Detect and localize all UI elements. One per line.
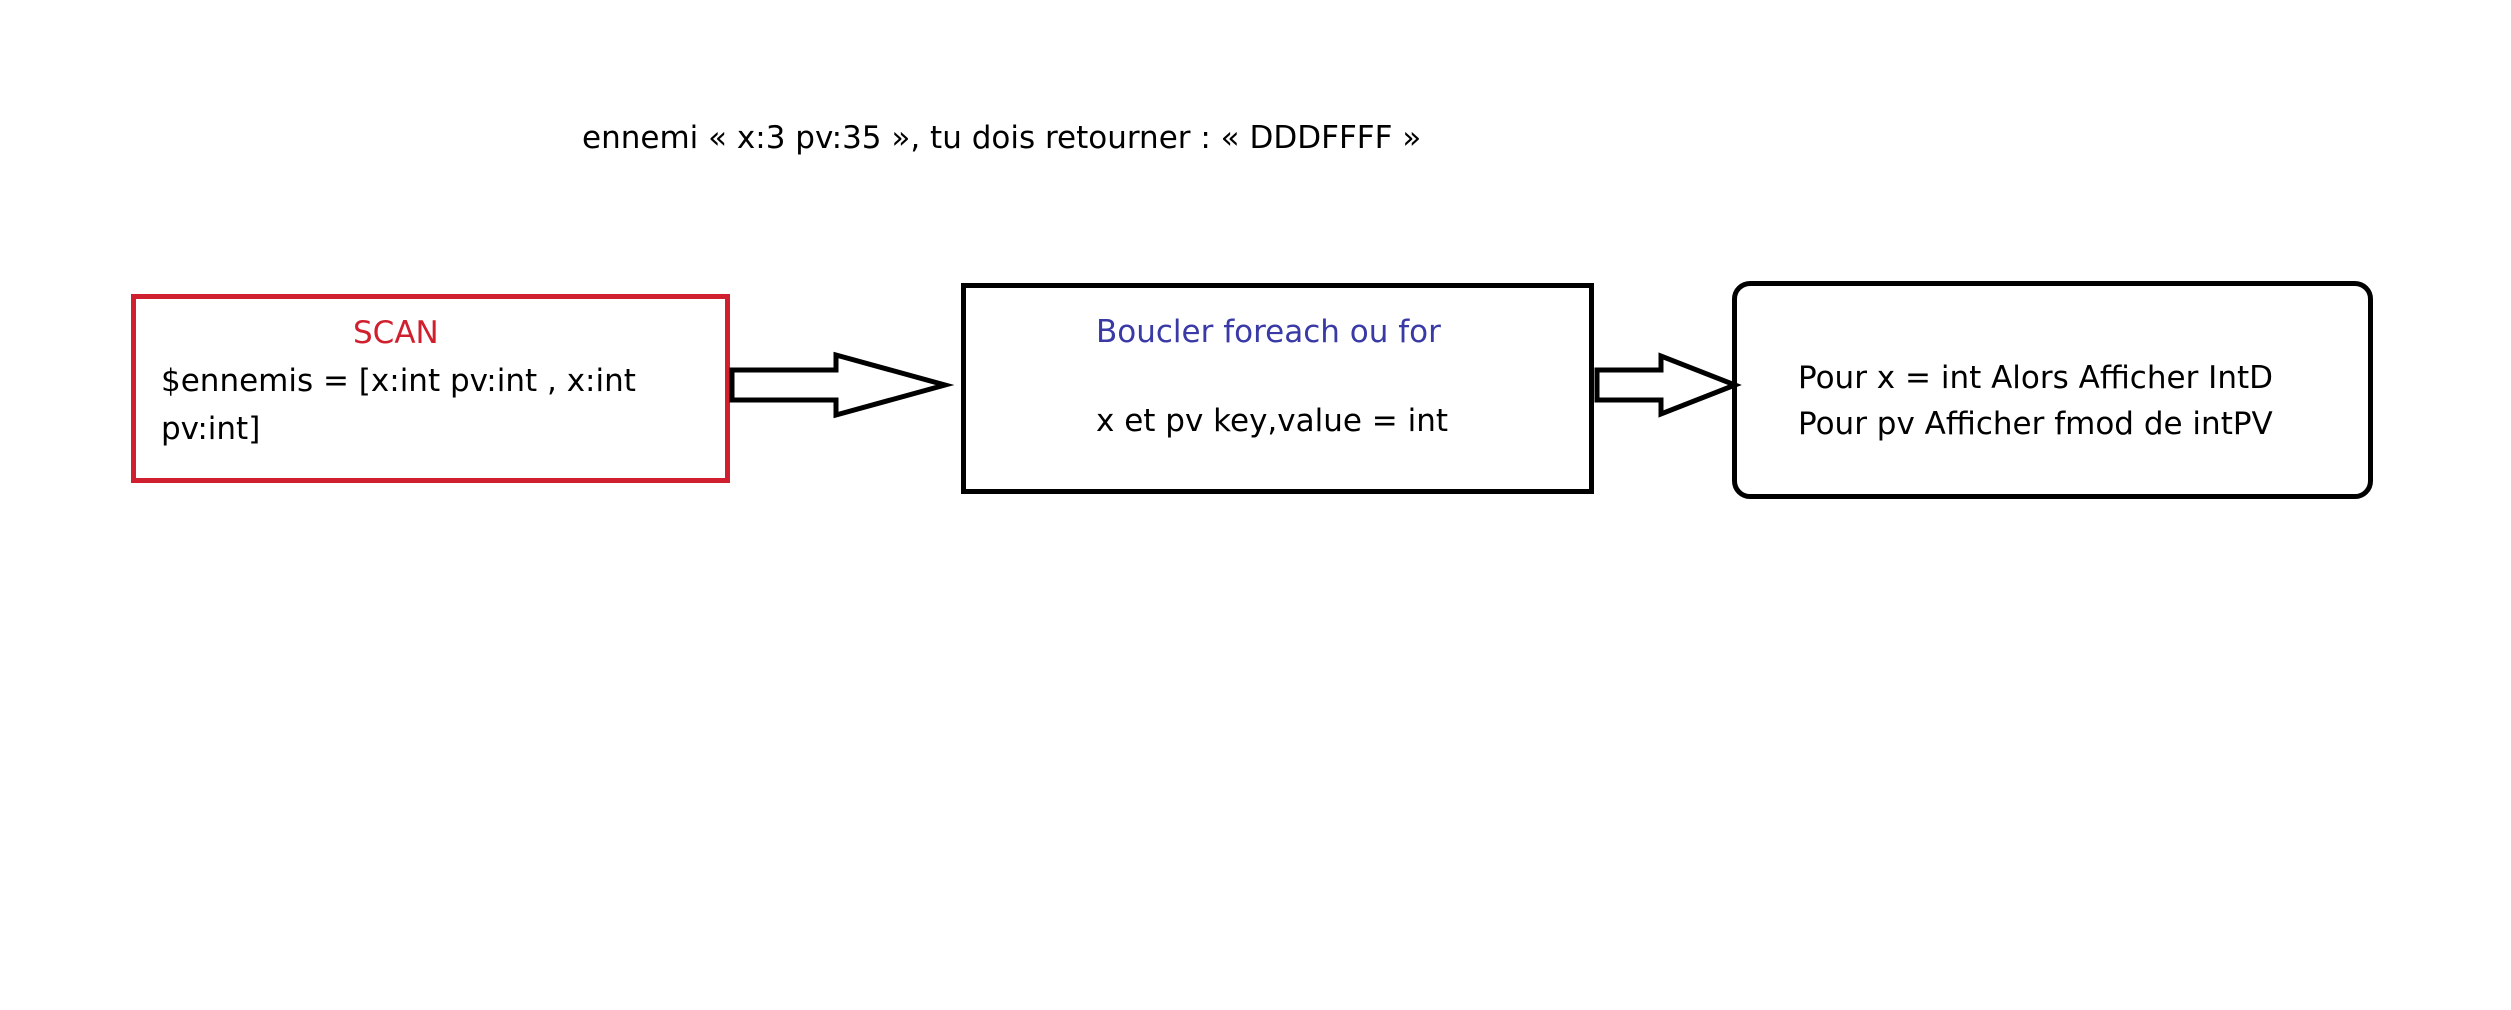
loop-node-body: x et pv key,value = int [1096,403,1449,439]
scan-node-body: $ennemis = [x:int pv:int , x:int pv:int] [161,357,636,453]
scan-node-title: SCAN [353,315,439,351]
loop-node-title: Boucler foreach ou for [1096,314,1441,350]
output-node-line-1: Pour x = int Alors Afficher IntD [1798,360,2273,396]
output-node-line-2: Pour pv Afficher fmod de intPV [1798,406,2273,442]
scan-node: SCAN $ennemis = [x:int pv:int , x:int pv… [131,294,730,483]
output-node: Pour x = int Alors Afficher IntD Pour pv… [1732,281,2373,499]
arrow-scan-to-loop [729,351,955,419]
scan-node-line-2: pv:int] [161,411,261,447]
loop-node: Boucler foreach ou for x et pv key,value… [961,283,1594,494]
arrow-loop-to-output [1594,352,1742,418]
diagram-caption: ennemi « x:3 pv:35 », tu dois retourner … [582,120,1422,156]
scan-node-line-1: $ennemis = [x:int pv:int , x:int [161,363,636,399]
